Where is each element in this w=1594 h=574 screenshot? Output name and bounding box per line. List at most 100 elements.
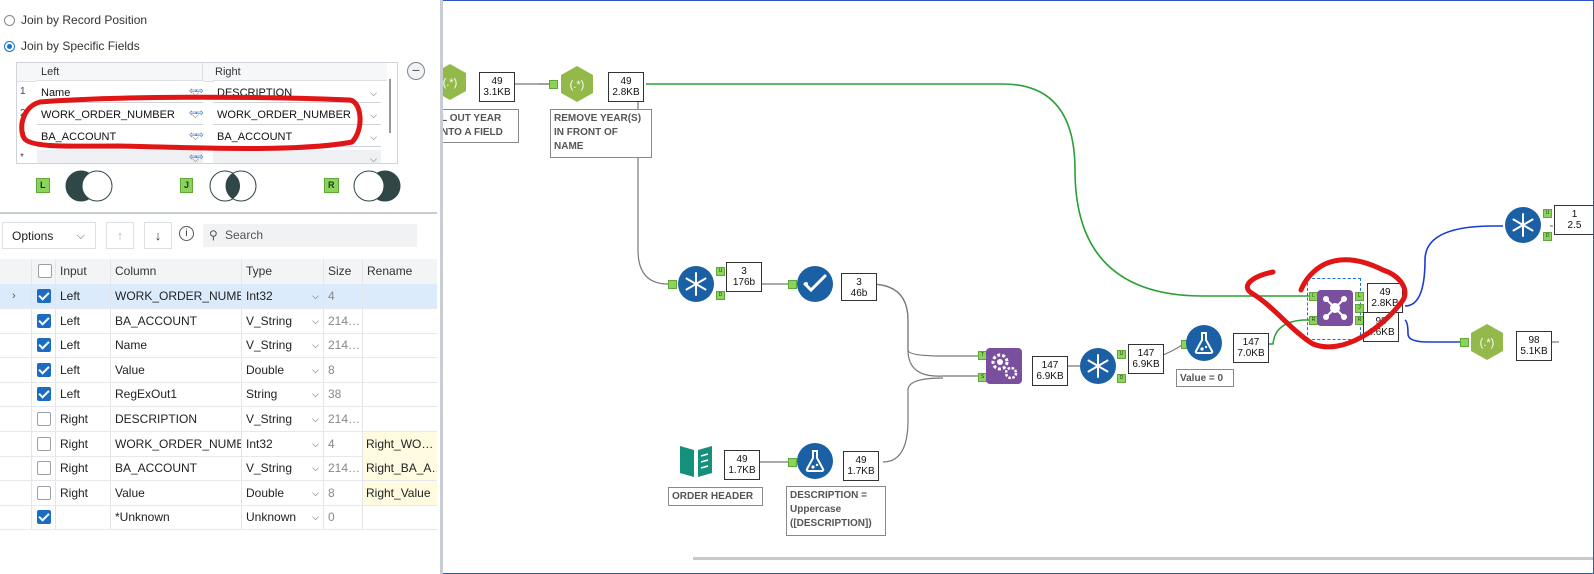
field-checkbox[interactable] (37, 461, 51, 476)
type-select[interactable]: V_String⌵ (242, 456, 324, 481)
join-by-specific-fields-option[interactable]: Join by Specific Fields (4, 39, 140, 53)
move-down-button[interactable]: ↓ (144, 222, 172, 249)
join-output-anchor[interactable]: J (1355, 304, 1364, 313)
table-row[interactable]: RightWORK_ORDER_NUMBERInt32⌵4Right_WO… (0, 431, 437, 457)
checkbox-cell[interactable] (32, 431, 56, 456)
left-output-anchor[interactable]: L (1355, 292, 1364, 301)
flask-icon[interactable] (796, 442, 834, 480)
input-anchor[interactable] (668, 280, 677, 289)
unique-anchor[interactable]: U (716, 267, 725, 276)
right-field-select[interactable]: WORK_ORDER_NUMBER⌵ (213, 106, 381, 125)
field-checkbox[interactable] (37, 510, 51, 525)
regex-tool-icon[interactable]: (.*) (1468, 323, 1506, 361)
regex-tool-icon[interactable]: (.*) (443, 63, 469, 101)
duplicate-anchor[interactable]: D (716, 291, 725, 300)
rename-cell[interactable] (363, 284, 437, 308)
rename-cell[interactable] (363, 382, 437, 406)
field-checkbox[interactable] (37, 412, 51, 426)
join-by-record-position-option[interactable]: Join by Record Position (4, 13, 147, 27)
right-field-select[interactable]: ⌵ (213, 150, 381, 163)
input-anchor[interactable] (788, 280, 797, 289)
info-icon[interactable]: i (179, 226, 194, 241)
type-select[interactable]: V_String⌵ (242, 333, 324, 358)
input-anchor[interactable] (1460, 338, 1469, 347)
panel-divider[interactable] (0, 212, 437, 214)
flask-icon[interactable] (1185, 324, 1223, 362)
size-cell[interactable]: 214… (324, 407, 363, 431)
checkbox-cell[interactable] (32, 480, 56, 505)
input-anchor[interactable] (549, 80, 558, 89)
rename-cell[interactable] (363, 309, 437, 333)
rename-cell[interactable]: Right_WO… (363, 431, 437, 456)
type-select[interactable]: Unknown⌵ (242, 505, 324, 530)
rename-cell[interactable]: Right_Value (363, 480, 437, 505)
size-cell[interactable]: 4 (324, 284, 363, 308)
field-checkbox[interactable] (37, 436, 51, 451)
checkbox-cell[interactable] (32, 382, 56, 407)
move-up-button[interactable]: ↑ (106, 222, 134, 249)
checkbox-cell[interactable] (32, 456, 56, 481)
summarize-tool-icon[interactable] (677, 265, 715, 303)
type-col-header[interactable]: Type (242, 259, 324, 284)
size-cell[interactable]: 38 (324, 382, 363, 407)
type-select[interactable]: Double⌵ (242, 480, 324, 505)
join-tool-icon[interactable] (1316, 289, 1354, 327)
rename-cell[interactable] (363, 358, 437, 382)
field-checkbox[interactable] (37, 289, 51, 303)
size-cell[interactable]: 0 (324, 505, 363, 530)
size-cell[interactable]: 8 (324, 357, 363, 382)
search-input[interactable]: ⚲ Search (203, 224, 417, 247)
checkbox-cell[interactable] (32, 407, 56, 431)
select-all-header[interactable] (32, 259, 56, 284)
remove-join-field-button[interactable]: − (407, 62, 425, 80)
unique-anchor[interactable]: U (1543, 209, 1552, 218)
checkbox-cell[interactable] (32, 308, 56, 333)
size-cell[interactable]: 214… (324, 333, 363, 358)
size-cell[interactable]: 214… (324, 456, 363, 481)
input-anchor[interactable] (788, 458, 797, 467)
canvas-horizontal-scrollbar[interactable] (693, 557, 1593, 560)
duplicate-anchor[interactable]: D (1543, 232, 1552, 241)
chevron-right-icon[interactable]: › (12, 290, 16, 302)
summarize-tool-icon[interactable] (1504, 206, 1542, 244)
left-field-select[interactable]: ⌵ (37, 150, 203, 163)
field-checkbox[interactable] (37, 485, 51, 500)
size-cell[interactable]: 214… (324, 308, 363, 333)
size-col-header[interactable]: Size (324, 259, 363, 284)
select-tool-icon[interactable] (796, 265, 834, 303)
rename-cell[interactable] (363, 505, 437, 529)
checkbox-cell[interactable] (32, 284, 56, 308)
summarize-tool-icon[interactable] (1079, 347, 1117, 385)
select-all-checkbox[interactable] (38, 264, 52, 278)
input-col-header[interactable]: Input (56, 259, 111, 284)
size-cell[interactable]: 4 (324, 431, 363, 456)
grid-scrollbar[interactable] (389, 79, 391, 133)
unique-anchor[interactable]: U (1117, 350, 1126, 359)
field-checkbox[interactable] (37, 387, 51, 402)
gear-tool-icon[interactable] (985, 347, 1023, 385)
rename-cell[interactable]: Right_BA_A… (363, 456, 437, 481)
type-select[interactable]: Int32⌵ (242, 284, 324, 308)
type-select[interactable]: V_String⌵ (242, 308, 324, 333)
size-cell[interactable]: 8 (324, 480, 363, 505)
checkbox-cell[interactable] (32, 505, 56, 530)
input-data-icon[interactable] (677, 442, 715, 480)
type-select[interactable]: Int32⌵ (242, 431, 324, 456)
field-checkbox[interactable] (37, 362, 51, 377)
regex-tool-icon[interactable]: (.*) (558, 65, 596, 103)
rename-cell[interactable] (363, 407, 437, 431)
options-dropdown[interactable]: Options ⌵ (2, 222, 96, 249)
rename-cell[interactable] (363, 333, 437, 357)
type-select[interactable]: Double⌵ (242, 357, 324, 382)
checkbox-cell[interactable] (32, 333, 56, 358)
radio-button-selected[interactable] (4, 40, 15, 52)
